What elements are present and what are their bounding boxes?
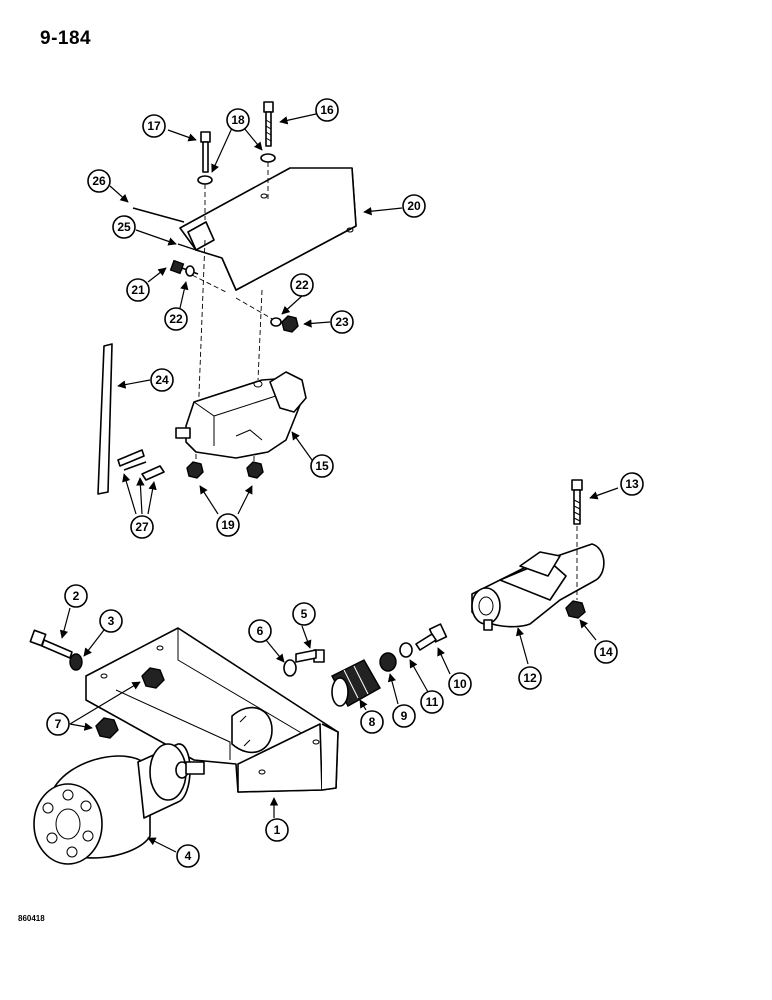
callout-2: 2 <box>64 584 88 608</box>
callout-21-label: 21 <box>131 283 145 297</box>
leader-lines <box>59 113 619 853</box>
bolt-part-2 <box>29 629 73 659</box>
bolt-part-16 <box>263 101 274 147</box>
washer-part-22b <box>270 317 282 327</box>
nut-part-19a <box>186 461 204 479</box>
callout-4-label: 4 <box>185 849 192 863</box>
bolt-part-13 <box>571 479 583 525</box>
washer-part-11 <box>399 642 413 658</box>
callout-15-label: 15 <box>315 459 329 473</box>
bolt-part-21 <box>169 259 199 275</box>
callout-3: 3 <box>99 609 123 633</box>
callout-19-label: 19 <box>221 518 235 532</box>
cover-bracket-part-20 <box>179 167 357 291</box>
callout-17: 17 <box>142 114 166 138</box>
callout-22b-label: 22 <box>295 278 309 292</box>
callout-23: 23 <box>330 310 354 334</box>
callout-7: 7 <box>46 712 70 736</box>
cotter-pin-part-25 <box>177 243 197 251</box>
callout-23-label: 23 <box>335 315 349 329</box>
callout-7-label: 7 <box>55 717 62 731</box>
control-valve-part-15 <box>175 371 307 459</box>
callout-22b: 22 <box>290 273 314 297</box>
callout-26-label: 26 <box>92 174 106 188</box>
callout-16-label: 16 <box>320 103 334 117</box>
callout-5: 5 <box>292 602 316 626</box>
washer-part-6 <box>283 659 297 677</box>
callout-15: 15 <box>310 454 334 478</box>
callout-22a-label: 22 <box>169 312 183 326</box>
nut-part-14 <box>565 600 586 619</box>
bolt-part-17 <box>200 131 211 173</box>
bolt-part-5 <box>295 649 325 663</box>
callout-24: 24 <box>150 368 174 392</box>
callout-8-label: 8 <box>369 715 376 729</box>
callout-14-label: 14 <box>599 645 613 659</box>
callout-20-label: 20 <box>407 199 421 213</box>
callout-3-label: 3 <box>108 614 115 628</box>
washer-part-22a <box>185 265 195 277</box>
callout-9: 9 <box>392 704 416 728</box>
washer-part-3 <box>69 653 83 671</box>
callout-24-label: 24 <box>155 373 169 387</box>
callout-10-label: 10 <box>453 677 467 691</box>
pins-part-27 <box>117 449 165 481</box>
callout-6-label: 6 <box>257 624 264 638</box>
callout-12-label: 12 <box>523 671 537 685</box>
nut-part-7a <box>141 667 165 689</box>
nut-part-7b <box>95 717 119 739</box>
callout-25: 25 <box>112 215 136 239</box>
callout-27-label: 27 <box>135 520 149 534</box>
callout-20: 20 <box>402 194 426 218</box>
callout-26: 26 <box>87 169 111 193</box>
reference-code: 860418 <box>18 914 45 923</box>
callout-16: 16 <box>315 98 339 122</box>
callout-8: 8 <box>360 710 384 734</box>
washer-part-18a <box>197 175 213 185</box>
pin-part-26 <box>132 207 185 223</box>
callout-25-label: 25 <box>117 220 131 234</box>
callout-10: 10 <box>448 672 472 696</box>
callout-1-label: 1 <box>274 823 281 837</box>
motor-part-4 <box>33 743 205 865</box>
callout-2-label: 2 <box>73 589 80 603</box>
universal-joint-part-12 <box>471 543 605 631</box>
callout-17-label: 17 <box>147 119 161 133</box>
callout-11: 11 <box>420 690 444 714</box>
callout-18: 18 <box>226 108 250 132</box>
callout-1: 1 <box>265 818 289 842</box>
callout-6: 6 <box>248 619 272 643</box>
washer-part-18b <box>260 153 276 163</box>
callout-11-label: 11 <box>426 695 439 709</box>
nut-part-23 <box>281 315 299 333</box>
callout-21: 21 <box>126 278 150 302</box>
rod-part-24 <box>97 343 113 495</box>
callout-14: 14 <box>594 640 618 664</box>
callout-13: 13 <box>620 472 644 496</box>
callout-9-label: 9 <box>401 709 408 723</box>
bolt-part-10 <box>415 623 448 651</box>
coupler-part-8 <box>331 659 381 707</box>
callout-13-label: 13 <box>625 477 639 491</box>
page-number: 9-184 <box>40 28 92 49</box>
callout-18-label: 18 <box>231 113 245 127</box>
callout-27: 27 <box>130 515 154 539</box>
callout-19: 19 <box>216 513 240 537</box>
callout-5-label: 5 <box>301 607 308 621</box>
callout-22a: 22 <box>164 307 188 331</box>
callout-4: 4 <box>176 844 200 868</box>
nut-part-9 <box>379 652 397 672</box>
callout-12: 12 <box>518 666 542 690</box>
nut-part-19b <box>246 461 264 479</box>
